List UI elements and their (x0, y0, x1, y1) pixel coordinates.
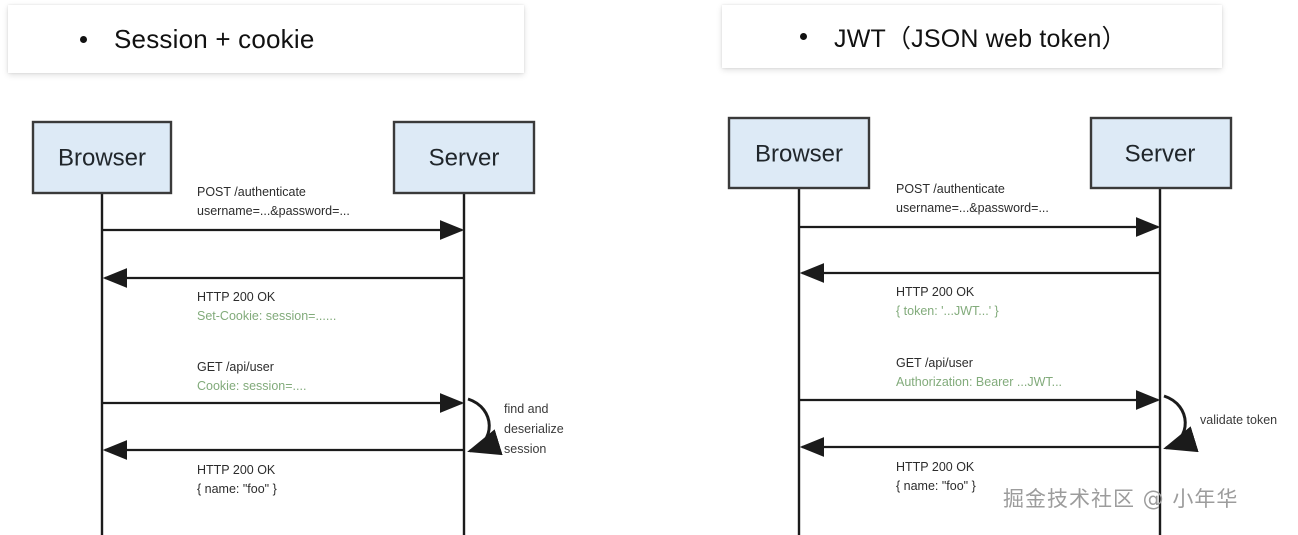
message-label: HTTP 200 OK (896, 285, 975, 299)
message-label: GET /api/user (197, 360, 274, 374)
message-label-green: Cookie: session=.... (197, 379, 306, 393)
actor-box-server (1089, 116, 1233, 190)
message-label: username=...&password=... (896, 201, 1049, 215)
self-loop-arrow (1163, 394, 1199, 453)
message-label: POST /authenticate (896, 182, 1005, 196)
message-label: { name: "foo" } (197, 482, 277, 496)
message-label: GET /api/user (896, 356, 973, 370)
message-label-green: Authorization: Bearer ...JWT... (896, 375, 1062, 389)
message-label: HTTP 200 OK (197, 290, 276, 304)
title-card-jwt: JWT（JSON web token） (722, 5, 1222, 68)
message-label-green: Set-Cookie: session=...... (197, 309, 336, 323)
message-label: HTTP 200 OK (197, 463, 276, 477)
panel-title-jwt: JWT（JSON web token） (834, 24, 1127, 53)
actor-label-browser: Browser (755, 140, 843, 167)
actor-box-server (392, 120, 536, 195)
message-label: POST /authenticate (197, 185, 306, 199)
bullet-icon (80, 35, 87, 43)
actor-label-server: Server (429, 144, 500, 171)
self-loop-arrow (467, 397, 503, 456)
actor-box-browser (727, 116, 871, 190)
actor-label-server: Server (1125, 140, 1196, 167)
self-loop-note: deserialize (504, 422, 564, 436)
self-loop-note: find and (504, 402, 549, 416)
message-label: HTTP 200 OK (896, 460, 975, 474)
actor-label-browser: Browser (58, 144, 146, 171)
sequence-diagram-jwt: Browser Server POST /authenticate userna… (700, 0, 1298, 535)
bullet-icon (800, 33, 807, 40)
panel-title-session: Session + cookie (114, 23, 315, 54)
message-label-green: { token: '...JWT...' } (896, 304, 999, 318)
self-loop-note: validate token (1200, 413, 1277, 427)
actor-box-browser (31, 120, 173, 195)
title-card-session: Session + cookie (8, 5, 524, 73)
message-label: username=...&password=... (197, 204, 350, 218)
self-loop-note: session (504, 442, 546, 456)
message-label: { name: "foo" } (896, 479, 976, 493)
sequence-diagram-session: Browser Server POST /authenticate userna… (31, 120, 564, 535)
